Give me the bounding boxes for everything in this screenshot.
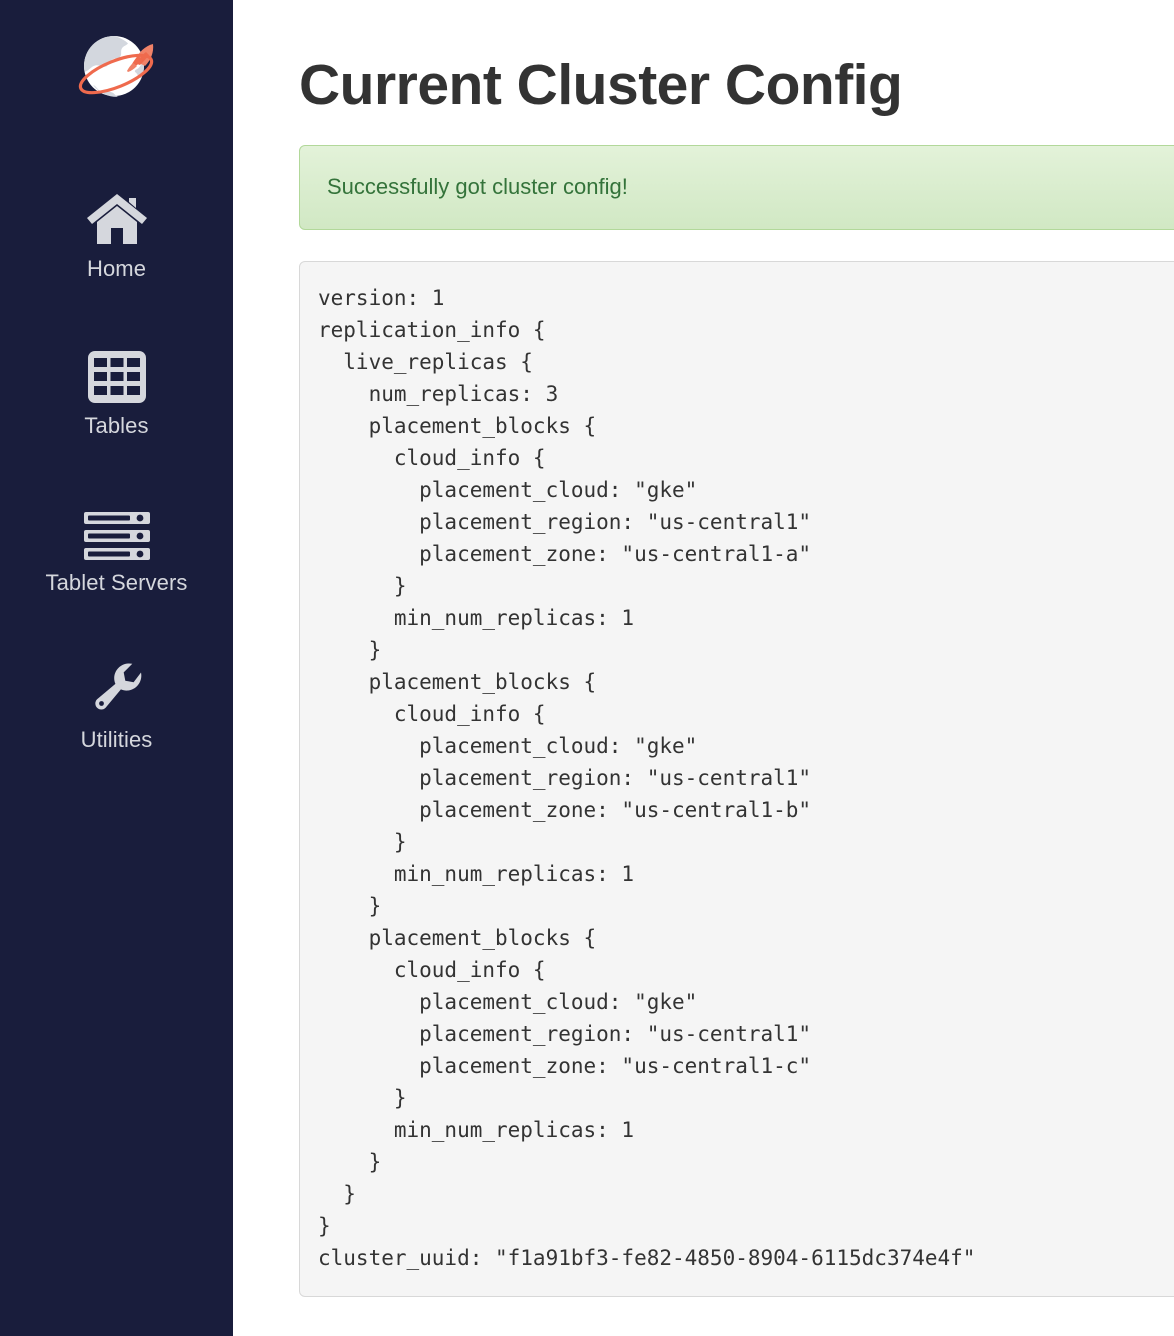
success-alert-message: Successfully got cluster config! <box>327 174 628 199</box>
sidebar-item-home[interactable]: Home <box>0 188 233 282</box>
sidebar-item-tablet-servers[interactable]: Tablet Servers <box>0 502 233 596</box>
table-grid-icon <box>87 345 146 403</box>
sidebar-item-label: Utilities <box>80 727 153 752</box>
wrench-icon <box>88 659 146 717</box>
main-content: Current Cluster Config Successfully got … <box>233 0 1174 1336</box>
cluster-config-code-block[interactable]: version: 1 replication_info { live_repli… <box>299 261 1174 1297</box>
sidebar-item-label: Home <box>86 256 147 281</box>
home-icon <box>85 188 149 246</box>
page-title: Current Cluster Config <box>299 53 903 117</box>
servers-icon <box>83 502 150 560</box>
sidebar-item-utilities[interactable]: Utilities <box>0 659 233 753</box>
sidebar-item-tables[interactable]: Tables <box>0 345 233 439</box>
yugabyte-rocket-globe-logo[interactable] <box>69 22 165 114</box>
success-alert: Successfully got cluster config! <box>299 145 1174 230</box>
sidebar-item-label: Tablet Servers <box>45 570 188 595</box>
sidebar-item-label: Tables <box>84 413 149 438</box>
sidebar: Home <box>0 0 233 1336</box>
